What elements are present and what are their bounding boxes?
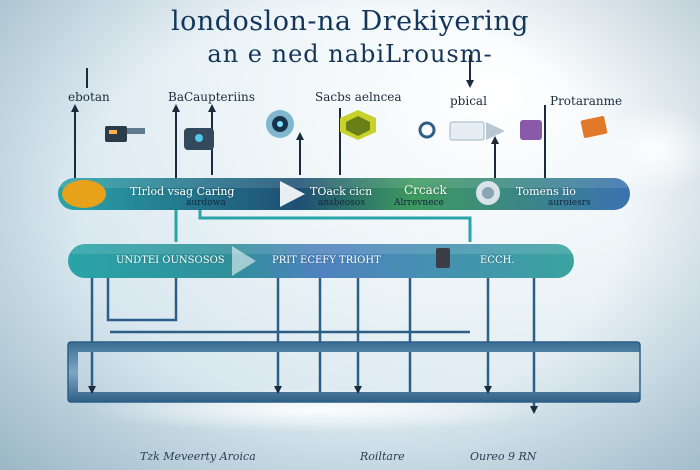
orange-box-icon: [520, 116, 608, 140]
top-band-seg2-label: TOack cicn: [310, 185, 373, 198]
robot-face-icon: [184, 110, 294, 150]
glow-right: [595, 105, 700, 195]
connector-lines: [74, 55, 546, 178]
category-label-1: ebotan: [68, 90, 110, 104]
footer-left: Tzk Meveerty Aroica: [140, 450, 256, 463]
band-links: [174, 210, 472, 242]
middle-band-chevron: [232, 246, 256, 276]
top-band-seg1-label: TIrlod vsag Caring: [130, 185, 235, 198]
channel-pipes: [90, 278, 536, 408]
category-label-5: Protaranme: [550, 94, 623, 108]
middle-band-device-icon: [436, 248, 450, 268]
top-band-seg3-label: Crcack: [404, 183, 447, 197]
top-band-seg3-sub: Alrrevnece: [394, 198, 444, 208]
top-band-seg4-sub: auroiesrs: [548, 198, 591, 208]
top-band-seg2-sub: ansbeosos: [318, 198, 365, 208]
router-device-icon: [418, 121, 505, 141]
category-label-4: pbical: [450, 94, 487, 108]
footer-right: Oureo 9 RN: [470, 450, 537, 463]
middle-band-seg3-label: ECCH.: [480, 255, 515, 266]
top-band-seg4-label: Tomens iio: [516, 185, 576, 198]
connector-arrowheads: [71, 80, 499, 144]
wallet-device-icon: [105, 126, 145, 142]
title-line-1: londoslon-na Drekiyering: [170, 6, 530, 37]
hexagon-badge-icon: [340, 110, 376, 140]
top-band-seg1-sub: aurdowa: [186, 198, 226, 208]
title-line-2: an e ned nabiLrousm-: [207, 40, 493, 68]
top-band-start-badge: [62, 180, 106, 208]
footer-middle: Roiltare: [360, 450, 405, 463]
middle-band-seg1-label: UNDTEI OUNSOSOS: [116, 255, 225, 266]
middle-band-seg2-label: PRIT ECEFY TRIOHT: [272, 255, 381, 266]
channel-arrowheads: [88, 386, 538, 414]
category-label-2: BaCaupteriins: [168, 90, 255, 104]
top-band-chevron: [280, 181, 305, 207]
bottom-channel: [68, 342, 640, 402]
bottom-channel-outline: [67, 341, 641, 403]
category-label-3: Sacbs aelncea: [315, 90, 402, 104]
